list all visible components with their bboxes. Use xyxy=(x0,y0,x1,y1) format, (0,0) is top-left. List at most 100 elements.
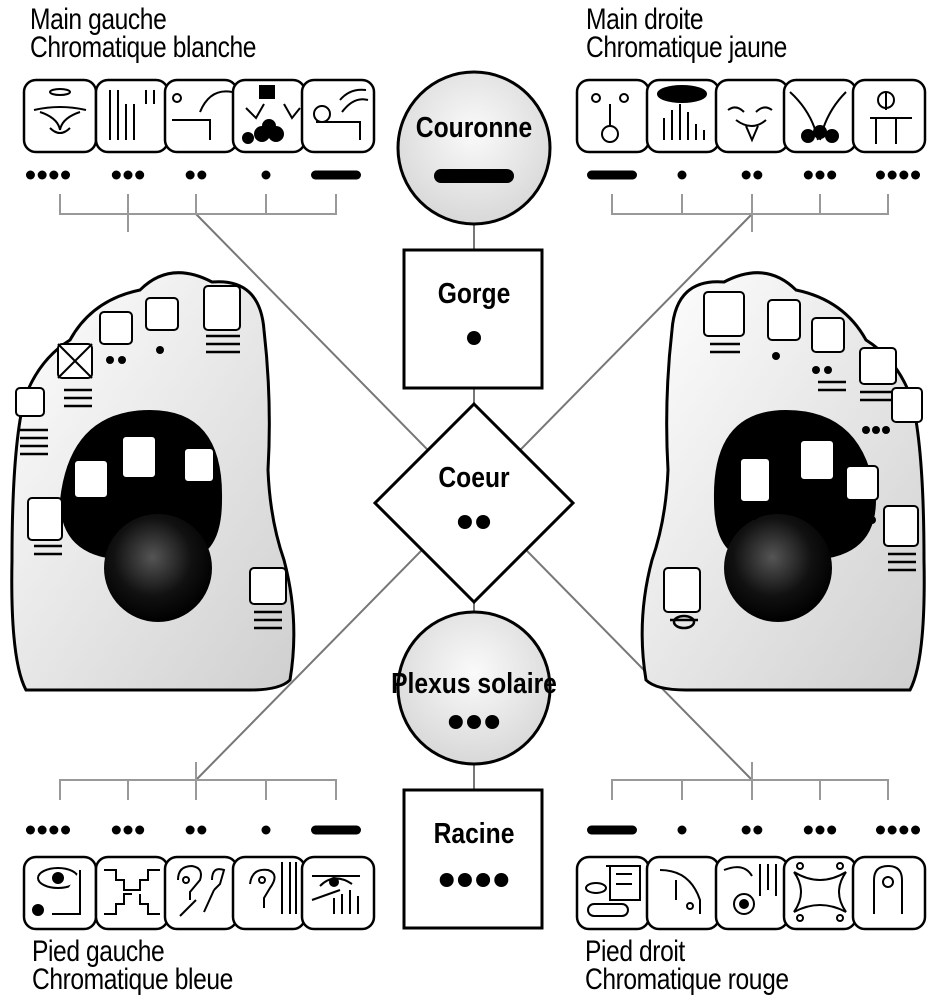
number-mark-3 xyxy=(804,826,836,835)
bar-mark xyxy=(311,171,361,180)
number-mark-1 xyxy=(467,331,481,345)
coeur-diamond xyxy=(375,404,573,602)
glyph-row-top-left xyxy=(24,80,374,152)
dot-mark xyxy=(440,873,454,887)
label-line: Pied droit xyxy=(585,938,789,966)
bracket-bottom-left xyxy=(60,762,336,800)
dot-mark xyxy=(49,171,58,180)
dot-mark xyxy=(135,171,144,180)
bracket-bottom-right xyxy=(612,762,888,800)
number-mark-4 xyxy=(876,171,920,180)
label-line: Main gauche xyxy=(30,6,256,34)
glyph-tile xyxy=(165,857,237,929)
right-foot-illustration xyxy=(642,273,924,690)
dot-mark xyxy=(26,171,35,180)
label-line: Chromatique rouge xyxy=(585,966,789,994)
bar-mark xyxy=(587,826,637,835)
dot-mark xyxy=(124,171,133,180)
dot-mark xyxy=(124,826,133,835)
dot-mark xyxy=(816,826,825,835)
dot-mark xyxy=(26,826,35,835)
dot-mark xyxy=(49,826,58,835)
dot-mark xyxy=(112,171,121,180)
dot-mark xyxy=(827,826,836,835)
label-line: Chromatique jaune xyxy=(586,34,787,62)
dot-mark xyxy=(888,171,897,180)
glyph-tile xyxy=(784,80,856,152)
dot-mark xyxy=(876,826,885,835)
number-mark-1 xyxy=(678,826,687,835)
dot-mark xyxy=(262,826,271,835)
glyph-tile xyxy=(96,80,168,152)
dot-mark xyxy=(678,171,687,180)
racine-label: Racine xyxy=(389,818,559,851)
number-mark-3 xyxy=(112,826,144,835)
number-mark-4 xyxy=(26,826,70,835)
glyph-tile xyxy=(233,857,305,929)
bracket-top-right xyxy=(612,194,888,232)
number-mark-5 xyxy=(587,171,637,180)
dot-mark xyxy=(467,331,481,345)
dot-mark xyxy=(742,171,751,180)
dot-mark xyxy=(262,171,271,180)
number-mark-3 xyxy=(804,171,836,180)
number-mark-5 xyxy=(311,826,361,835)
number-mark-5 xyxy=(587,826,637,835)
gorge-label: Gorge xyxy=(389,278,559,311)
dot-mark xyxy=(742,826,751,835)
dot-mark xyxy=(112,826,121,835)
dot-mark xyxy=(753,171,762,180)
dot-mark xyxy=(61,171,70,180)
glyph-row-bottom-left xyxy=(24,857,374,929)
label-pied-gauche: Pied gauche Chromatique bleue xyxy=(32,938,233,994)
left-foot-illustration xyxy=(12,273,294,690)
glyph-tile xyxy=(302,857,374,929)
dot-mark xyxy=(476,873,490,887)
number-mark-1 xyxy=(262,171,271,180)
number-mark-5 xyxy=(434,169,514,183)
dot-mark xyxy=(678,826,687,835)
couronne-label: Couronne xyxy=(389,112,559,145)
dot-mark xyxy=(876,171,885,180)
dot-mark xyxy=(899,171,908,180)
bracket-top-left xyxy=(60,194,336,232)
dot-mark xyxy=(476,515,490,529)
label-line: Chromatique bleue xyxy=(32,966,233,994)
dot-mark xyxy=(899,826,908,835)
dot-mark xyxy=(458,515,472,529)
number-mark-2 xyxy=(742,171,763,180)
label-line: Chromatique blanche xyxy=(30,34,256,62)
dot-mark xyxy=(186,171,195,180)
dot-mark xyxy=(197,171,206,180)
dot-mark xyxy=(494,873,508,887)
center-shapes xyxy=(375,72,573,928)
dot-mark xyxy=(888,826,897,835)
dot-mark xyxy=(458,873,472,887)
label-pied-droit: Pied droit Chromatique rouge xyxy=(585,938,789,994)
dot-mark xyxy=(911,826,920,835)
dot-mark xyxy=(804,171,813,180)
number-mark-2 xyxy=(186,826,207,835)
plexus-label: Plexus solaire xyxy=(355,668,593,701)
dot-mark xyxy=(816,171,825,180)
number-mark-4 xyxy=(876,826,920,835)
dot-mark xyxy=(186,826,195,835)
bar-mark xyxy=(311,826,361,835)
dot-mark xyxy=(197,826,206,835)
glyph-row-bottom-right xyxy=(577,857,925,929)
dot-mark xyxy=(135,826,144,835)
dot-mark xyxy=(38,171,47,180)
number-mark-1 xyxy=(678,171,687,180)
number-mark-2 xyxy=(742,826,763,835)
bar-mark xyxy=(587,171,637,180)
dot-mark xyxy=(485,715,499,729)
dot-mark xyxy=(38,826,47,835)
number-mark-4 xyxy=(26,171,70,180)
label-main-gauche: Main gauche Chromatique blanche xyxy=(30,6,256,62)
gorge-square xyxy=(404,250,542,388)
dot-mark xyxy=(449,715,463,729)
label-line: Pied gauche xyxy=(32,938,233,966)
number-mark-3 xyxy=(112,171,144,180)
label-main-droite: Main droite Chromatique jaune xyxy=(586,6,787,62)
